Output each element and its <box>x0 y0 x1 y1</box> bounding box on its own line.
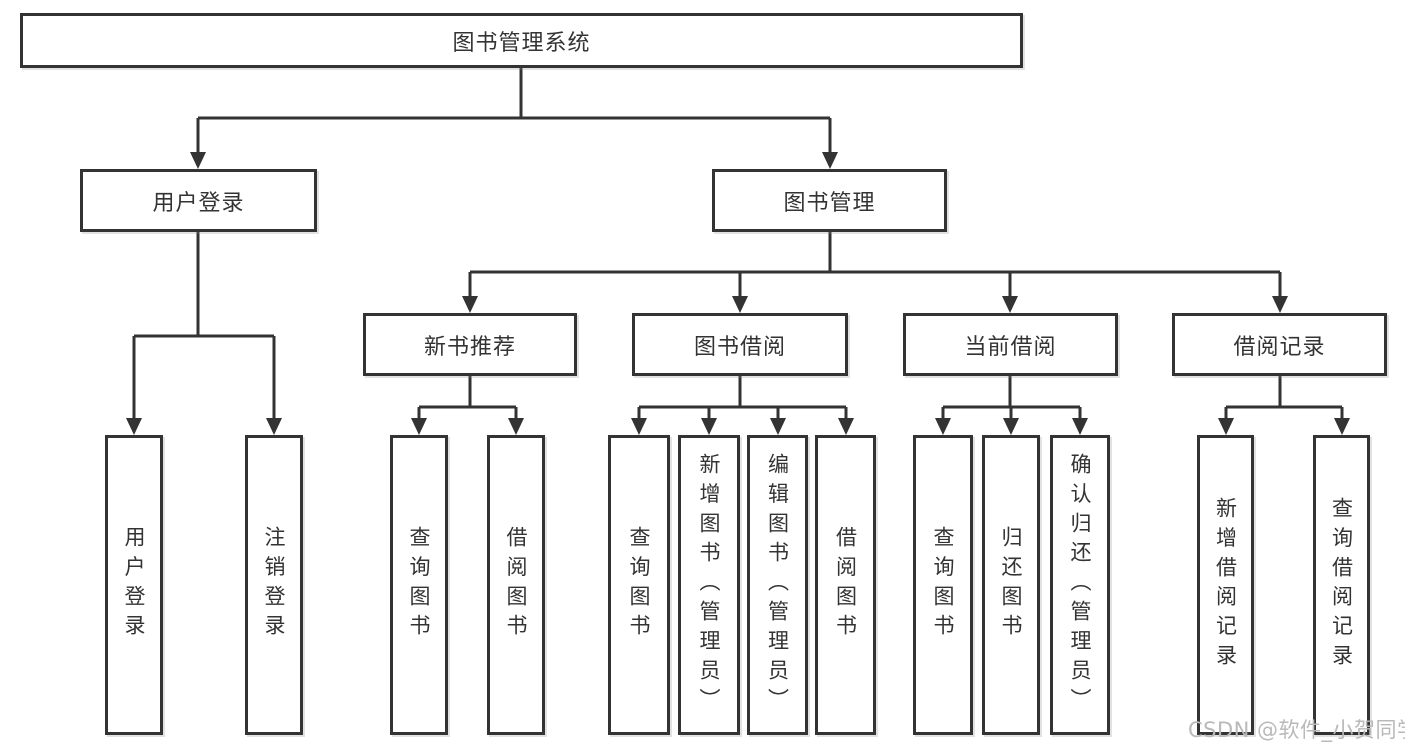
connector-current-borrowing-to-leaves <box>935 376 1088 435</box>
leaf-cb-return-books: 归还图书 <box>982 435 1040 735</box>
leaf-bb-borrow-books: 借阅图书 <box>815 435 876 735</box>
leaf-user-login: 用户登录 <box>105 435 163 735</box>
node-new-book-recommend: 新书推荐 <box>363 313 577 376</box>
leaf-nbr-query-books: 查询图书 <box>390 435 448 735</box>
leaf-nbr-borrow-books: 借阅图书 <box>487 435 545 735</box>
node-borrowing-records: 借阅记录 <box>1172 313 1387 376</box>
leaf-cb-confirm-return-admin: 确认归还（管理员） <box>1050 435 1110 735</box>
node-current-borrowing: 当前借阅 <box>903 313 1118 376</box>
leaf-cb-query-books: 查询图书 <box>913 435 973 735</box>
node-book-borrowing: 图书借阅 <box>632 313 848 376</box>
connector-new-book-recommend-to-leaves <box>411 376 524 435</box>
connector-root-to-branches <box>190 68 838 169</box>
connector-borrowing-records-to-leaves <box>1218 376 1350 435</box>
connector-book-management-to-sections <box>462 232 1288 313</box>
node-user-login: 用户登录 <box>80 169 317 232</box>
node-book-management: 图书管理 <box>712 169 947 232</box>
leaf-bb-query-books: 查询图书 <box>608 435 670 735</box>
node-root: 图书管理系统 <box>20 13 1023 68</box>
leaf-bb-add-books-admin: 新增图书（管理员） <box>678 435 740 735</box>
connector-user-login-to-leaves <box>126 232 282 435</box>
leaf-br-add-record: 新增借阅记录 <box>1197 435 1254 735</box>
leaf-br-query-record: 查询借阅记录 <box>1313 435 1370 735</box>
watermark: CSDN @软件_小贺同学 <box>1188 718 1405 742</box>
connector-book-borrowing-to-leaves <box>631 376 854 435</box>
leaf-bb-edit-books-admin: 编辑图书（管理员） <box>747 435 808 735</box>
leaf-logout: 注销登录 <box>245 435 303 735</box>
